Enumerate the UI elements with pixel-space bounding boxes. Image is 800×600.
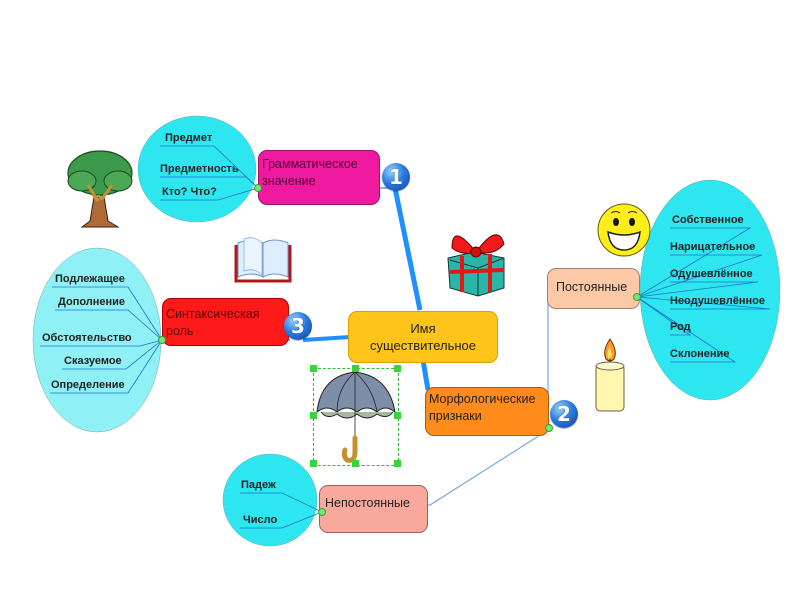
morphological-line1: Морфологические	[429, 392, 536, 406]
morphological-line2: признаки	[429, 409, 482, 423]
bubble-variable	[222, 453, 318, 547]
resize-handle-n[interactable]	[352, 365, 359, 372]
connector-central-morphological	[420, 359, 431, 391]
leaf-opredelenie[interactable]: Определение	[51, 379, 125, 391]
badge-1: 1	[382, 163, 410, 191]
leaf-rod[interactable]: Род	[670, 321, 691, 333]
variable-node[interactable]: Непостоянные	[319, 485, 428, 533]
resize-handle-sw[interactable]	[310, 460, 317, 467]
syntactic-line1: Синтаксическая	[166, 307, 260, 321]
constant-node[interactable]: Постоянные	[547, 268, 640, 309]
collapse-knob-morphological[interactable]	[545, 424, 553, 432]
leaf-naritsatelnoe[interactable]: Нарицательное	[670, 241, 756, 253]
resize-handle-s[interactable]	[352, 460, 359, 467]
leaf-obstoyatelstvo[interactable]: Обстоятельство	[42, 332, 132, 344]
tree-icon	[67, 150, 133, 228]
syntactic-node[interactable]: Синтаксическая роль	[162, 298, 289, 346]
gift-icon	[447, 234, 505, 297]
collapse-knob-variable[interactable]	[318, 508, 326, 516]
badge-3: 3	[284, 312, 312, 340]
connector-central-grammatical	[392, 187, 423, 311]
constant-label: Постоянные	[556, 280, 628, 294]
central-line2: существительное	[369, 338, 476, 353]
book-icon	[234, 237, 292, 283]
resize-handle-e[interactable]	[394, 412, 401, 419]
badge-2: 2	[550, 400, 578, 428]
connector-central-syntactic	[302, 335, 351, 342]
leaf-sklonenie[interactable]: Склонение	[670, 348, 730, 360]
leaf-chislo[interactable]: Число	[243, 514, 278, 526]
bubble-constant	[639, 179, 781, 401]
collapse-knob-grammatical[interactable]	[254, 184, 262, 192]
leaf-podlezhashchee[interactable]: Подлежащее	[55, 273, 125, 285]
candle-icon	[595, 338, 625, 412]
leaf-padezh[interactable]: Падеж	[241, 479, 276, 491]
morphological-node[interactable]: Морфологические признаки	[425, 387, 549, 436]
central-node[interactable]: Имя существительное	[348, 311, 498, 363]
syntactic-line2: роль	[166, 324, 194, 338]
resize-handle-nw[interactable]	[310, 365, 317, 372]
leaf-sobstvennoe[interactable]: Собственное	[672, 214, 744, 226]
resize-handle-ne[interactable]	[394, 365, 401, 372]
grammatical-line2: значение	[262, 174, 316, 188]
grammatical-node[interactable]: Грамматическое значение	[258, 150, 380, 205]
central-line1: Имя	[410, 321, 436, 336]
variable-label: Непостоянные	[325, 496, 410, 510]
leaf-neodushevlennoe[interactable]: Неодушевлённое	[670, 295, 766, 307]
smiley-icon	[597, 203, 651, 257]
leaf-kto-chto[interactable]: Кто? Что?	[162, 186, 217, 198]
leaf-predmet[interactable]: Предмет	[165, 132, 213, 144]
collapse-knob-syntactic[interactable]	[158, 336, 166, 344]
leaf-dopolnenie[interactable]: Дополнение	[58, 296, 126, 308]
leaf-odushevlennoe[interactable]: Одушевлённое	[670, 268, 753, 280]
grammatical-line1: Грамматическое	[262, 157, 358, 171]
umbrella-icon[interactable]	[313, 368, 399, 466]
resize-handle-w[interactable]	[310, 412, 317, 419]
resize-handle-se[interactable]	[394, 460, 401, 467]
leaf-predmetnost[interactable]: Предметность	[160, 163, 239, 175]
leaf-skazuemoe[interactable]: Сказуемое	[64, 355, 122, 367]
collapse-knob-constant[interactable]	[633, 293, 641, 301]
bubble-grammatical	[137, 115, 257, 223]
